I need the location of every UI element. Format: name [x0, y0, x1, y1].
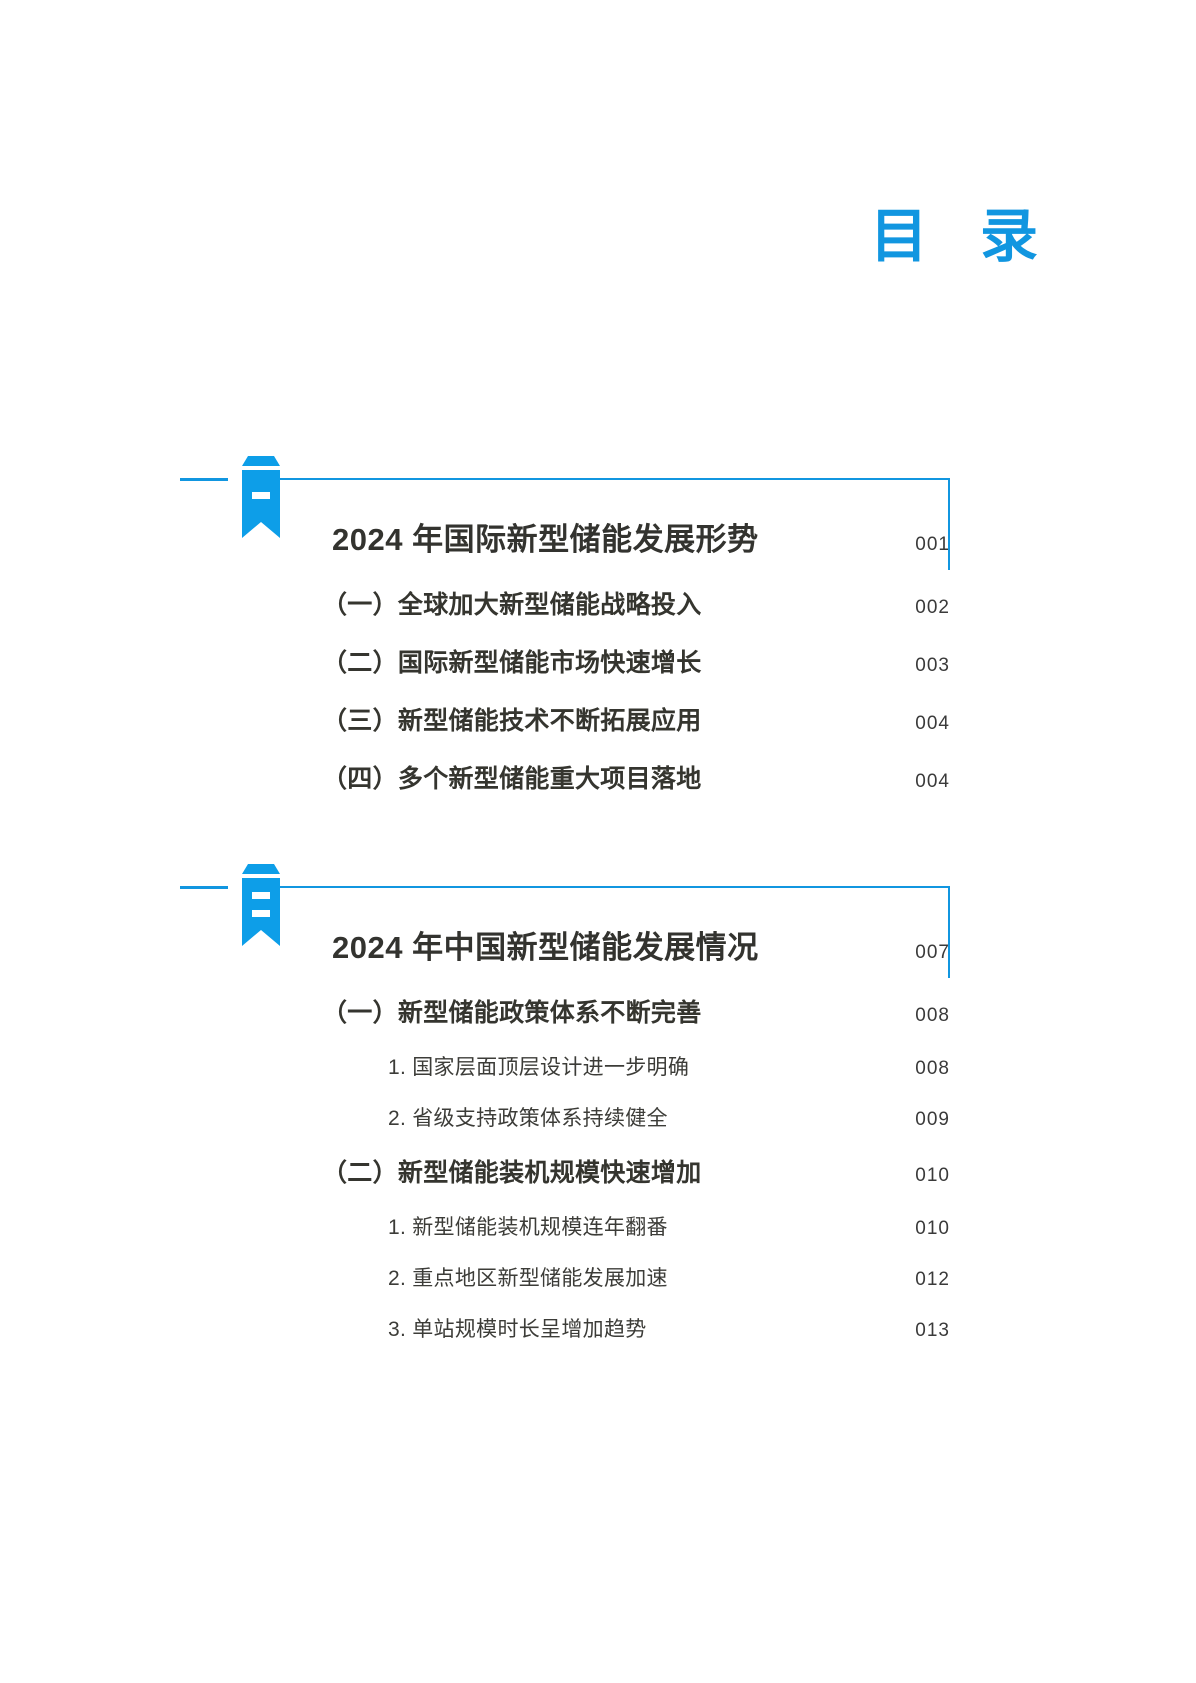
toc-entry-label: 1. 国家层面顶层设计进一步明确 [388, 1056, 690, 1079]
section-badge-one [236, 456, 286, 538]
toc-entry-page: 012 [915, 1269, 950, 1290]
toc-entry-label: （三）新型储能技术不断拓展应用 [322, 707, 702, 735]
bracket-right-edge [948, 478, 950, 570]
section-title: 2024 年中国新型储能发展情况 [332, 930, 759, 965]
toc-entry[interactable]: 1. 国家层面顶层设计进一步明确 008 [322, 1051, 950, 1102]
toc-entry[interactable]: （二）国际新型储能市场快速增长 003 [322, 643, 950, 701]
bracket-right-edge [948, 886, 950, 978]
toc-entry-page: 004 [915, 713, 950, 734]
toc-entry-label: 1. 新型储能装机规模连年翻番 [388, 1216, 668, 1239]
toc-entry-label: 2. 省级支持政策体系持续健全 [388, 1107, 668, 1130]
toc-entry[interactable]: （一）新型储能政策体系不断完善 008 [322, 993, 950, 1051]
toc-entry-label: （二）新型储能装机规模快速增加 [322, 1159, 702, 1187]
toc-entry[interactable]: （三）新型储能技术不断拓展应用 004 [322, 701, 950, 759]
toc-entry-page: 004 [915, 771, 950, 792]
toc-entry-page: 008 [915, 1005, 950, 1026]
toc-entry[interactable]: 1. 新型储能装机规模连年翻番 010 [322, 1211, 950, 1262]
toc-entry[interactable]: 3. 单站规模时长呈增加趋势 013 [322, 1313, 950, 1364]
toc-section-1: 2024 年国际新型储能发展形势 001 （一）全球加大新型储能战略投入 002… [180, 456, 950, 817]
toc-entry-page: 010 [915, 1218, 950, 1239]
section-page-number: 007 [915, 942, 950, 963]
section-heading-row: 2024 年中国新型储能发展情况 007 [180, 922, 950, 967]
toc-entry-page: 008 [915, 1058, 950, 1079]
toc-entry[interactable]: 2. 省级支持政策体系持续健全 009 [322, 1102, 950, 1153]
toc-entry-label: （一）全球加大新型储能战略投入 [322, 591, 702, 619]
rule-right [278, 886, 950, 888]
toc-entry-label: （四）多个新型储能重大项目落地 [322, 765, 702, 793]
toc-entry[interactable]: 2. 重点地区新型储能发展加速 012 [322, 1262, 950, 1313]
toc-entry-label: （一）新型储能政策体系不断完善 [322, 999, 702, 1027]
section-entry-list: （一）新型储能政策体系不断完善 008 1. 国家层面顶层设计进一步明确 008… [180, 993, 950, 1364]
section-badge-two [236, 864, 286, 946]
toc-entry-page: 002 [915, 597, 950, 618]
toc-entry[interactable]: （四）多个新型储能重大项目落地 004 [322, 759, 950, 817]
section-page-number: 001 [915, 534, 950, 555]
toc-entry-label: 2. 重点地区新型储能发展加速 [388, 1267, 668, 1290]
toc-entry-label: （二）国际新型储能市场快速增长 [322, 649, 702, 677]
toc-entry-page: 003 [915, 655, 950, 676]
section-entry-list: （一）全球加大新型储能战略投入 002 （二）国际新型储能市场快速增长 003 … [180, 585, 950, 817]
page-title: 目 录 [869, 204, 1056, 269]
toc-entry[interactable]: （一）全球加大新型储能战略投入 002 [322, 585, 950, 643]
toc-entry-page: 013 [915, 1320, 950, 1341]
toc-entry[interactable]: （二）新型储能装机规模快速增加 010 [322, 1153, 950, 1211]
rule-left [180, 886, 228, 889]
rule-left [180, 478, 228, 481]
section-title: 2024 年国际新型储能发展形势 [332, 522, 759, 557]
toc-section-2: 2024 年中国新型储能发展情况 007 （一）新型储能政策体系不断完善 008… [180, 864, 950, 1364]
rule-right [278, 478, 950, 480]
section-heading-row: 2024 年国际新型储能发展形势 001 [180, 514, 950, 559]
toc-entry-label: 3. 单站规模时长呈增加趋势 [388, 1318, 647, 1341]
toc-entry-page: 009 [915, 1109, 950, 1130]
toc-entry-page: 010 [915, 1165, 950, 1186]
